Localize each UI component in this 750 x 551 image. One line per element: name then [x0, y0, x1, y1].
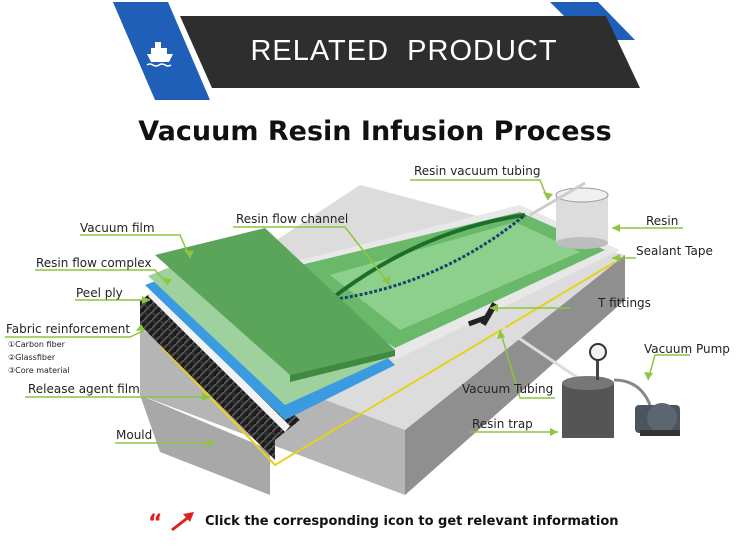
leader-arrowheads [136, 192, 653, 447]
label-fabric-reinforcement[interactable]: Fabric reinforcement [6, 322, 131, 336]
vacuum-film-sheet [155, 228, 395, 375]
vacuum-film-edge [290, 350, 395, 382]
label-resin[interactable]: Resin [646, 214, 679, 228]
label-sealant-tape[interactable]: Sealant Tape [636, 244, 713, 258]
fabric-option-glass: ②Glassfiber [8, 353, 56, 362]
label-resin-flow-complex[interactable]: Resin flow complex [36, 256, 152, 270]
fabric-reinforcement-layer [140, 300, 275, 460]
quote-arrow-icon: “ [148, 511, 194, 536]
vacuum-pump [635, 403, 680, 436]
vacuum-tubing-line [494, 320, 579, 380]
banner-graphic [113, 2, 640, 100]
label-t-fittings[interactable]: T fittings [598, 296, 651, 310]
fabric-option-carbon: ①Carbon fiber [8, 340, 65, 349]
resin-trap [562, 343, 614, 438]
diagram-title: Vacuum Resin Infusion Process [138, 116, 612, 147]
banner-dark-band [180, 16, 640, 88]
resin-flow-channel-lower [329, 213, 526, 302]
svg-text:“: “ [148, 511, 162, 536]
banner: RELATED PRODUCT [0, 0, 750, 100]
banner-title: RELATED PRODUCT [250, 35, 558, 67]
pump-hose [613, 378, 652, 406]
footer-instruction: Click the corresponding icon to get rele… [205, 514, 619, 529]
label-vacuum-tubing[interactable]: Vacuum Tubing [462, 382, 554, 396]
label-vacuum-film[interactable]: Vacuum film [80, 221, 155, 235]
label-resin-flow-channel[interactable]: Resin flow channel [236, 212, 349, 226]
sealant-line [159, 261, 616, 467]
label-resin-trap[interactable]: Resin trap [472, 417, 533, 431]
resin-flow-channel-upper [328, 213, 526, 302]
ship-icon [146, 42, 173, 67]
resin-container [555, 187, 609, 249]
label-mould[interactable]: Mould [116, 428, 153, 442]
label-vacuum-pump[interactable]: Vacuum Pump [644, 342, 730, 356]
label-resin-vacuum-tubing[interactable]: Resin vacuum tubing [414, 164, 541, 178]
fabric-option-core: ③Core material [8, 366, 70, 375]
label-peel-ply[interactable]: Peel ply [76, 286, 123, 300]
release-film [148, 290, 290, 432]
resin-vacuum-tube [529, 181, 586, 217]
label-release-agent-film[interactable]: Release agent film [28, 382, 140, 396]
